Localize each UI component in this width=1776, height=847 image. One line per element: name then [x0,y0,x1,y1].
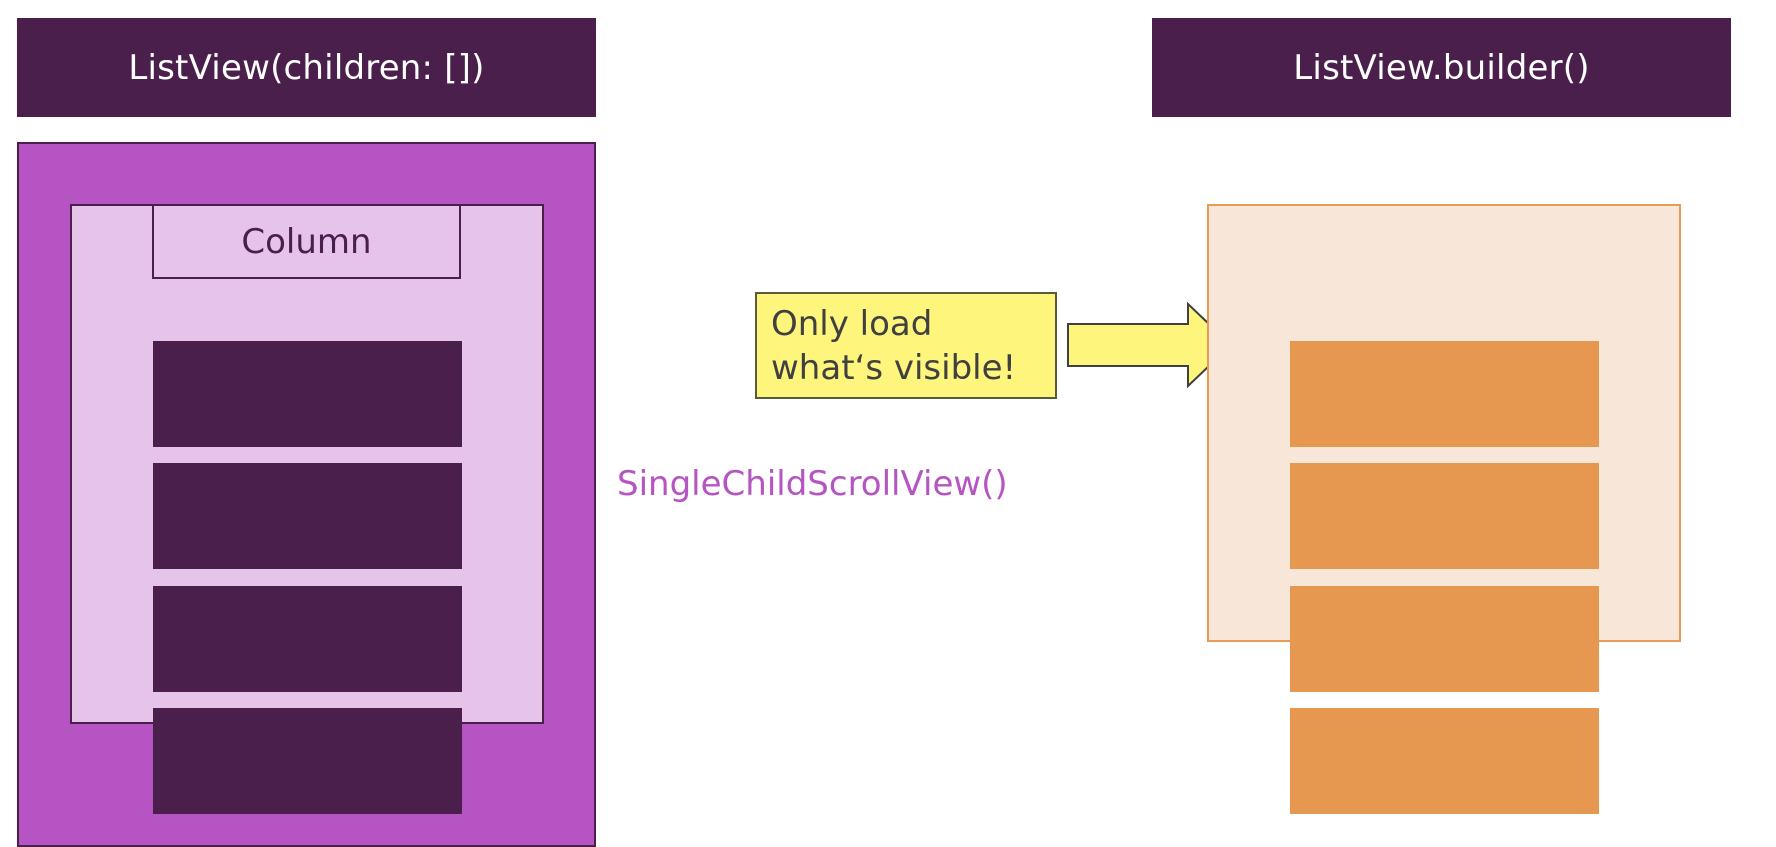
list-item-dark [153,586,462,692]
list-item-orange [1290,341,1599,447]
listview-children-header: ListView(children: []) [17,18,596,117]
list-item-orange [1290,708,1599,814]
list-item-orange [1290,463,1599,569]
list-item-orange [1290,586,1599,692]
column-label-box: Column [152,204,461,279]
listview-children-title: ListView(children: []) [128,47,485,88]
list-item-dark [153,708,462,814]
listview-builder-header: ListView.builder() [1152,18,1731,117]
note-box: Only load what‘s visible! [755,292,1057,399]
listview-builder-title: ListView.builder() [1293,47,1590,88]
single-child-scroll-view-label: SingleChildScrollView() [617,464,1008,504]
note-line-2: what‘s visible! [771,348,1017,388]
list-item-dark [153,341,462,447]
list-item-dark [153,463,462,569]
column-label: Column [241,221,372,262]
note-line-1: Only load [771,304,933,344]
